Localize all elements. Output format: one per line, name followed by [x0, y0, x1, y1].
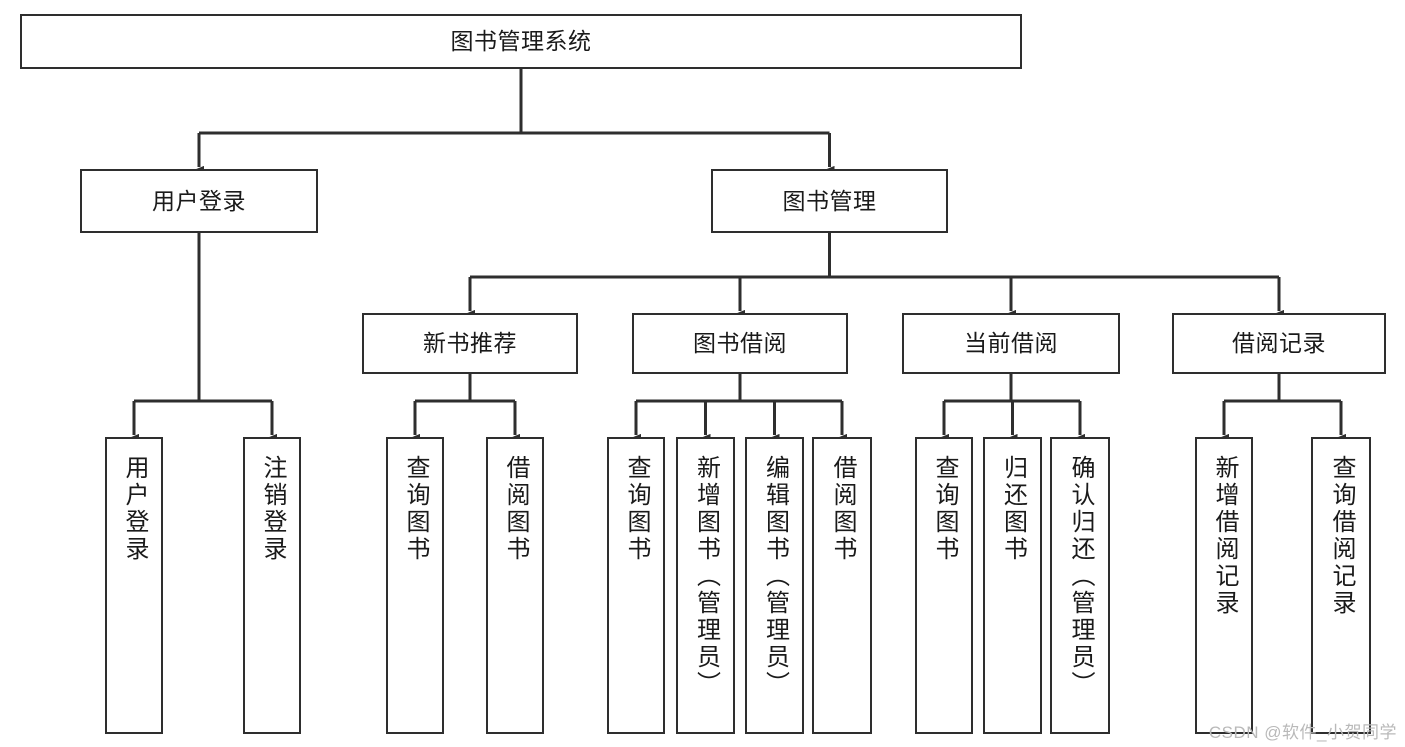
node-label: 新增借阅记录 — [1211, 455, 1238, 617]
node-label: 确认归还（管理员） — [1067, 455, 1094, 698]
watermark-credit: CSDN @软件_小贺同学 — [1208, 723, 1397, 742]
node-leaf-logout[interactable]: 注销登录 — [243, 437, 301, 734]
node-leaf-add-book-admin[interactable]: 新增图书（管理员） — [676, 437, 735, 734]
node-label: 图书管理 — [782, 187, 877, 214]
node-label: 编辑图书（管理员） — [761, 455, 789, 698]
node-current-borrowing[interactable]: 当前借阅 — [902, 313, 1120, 374]
node-root-book-management-system[interactable]: 图书管理系统 — [20, 14, 1022, 69]
node-leaf-return-book[interactable]: 归还图书 — [983, 437, 1042, 734]
node-leaf-query-book-recommend[interactable]: 查询图书 — [386, 437, 444, 734]
node-label: 当前借阅 — [964, 330, 1058, 357]
node-leaf-confirm-return-admin[interactable]: 确认归还（管理员） — [1050, 437, 1110, 734]
node-borrowing-record[interactable]: 借阅记录 — [1172, 313, 1386, 374]
node-label: 图书管理系统 — [450, 28, 592, 55]
node-label: 借阅图书 — [829, 455, 856, 563]
node-label: 查询借阅记录 — [1328, 455, 1355, 617]
node-label: 注销登录 — [259, 455, 286, 563]
node-label: 图书借阅 — [693, 330, 787, 357]
node-book-management[interactable]: 图书管理 — [711, 169, 948, 233]
node-leaf-borrow-book[interactable]: 借阅图书 — [812, 437, 872, 734]
node-leaf-query-borrow-record[interactable]: 查询借阅记录 — [1311, 437, 1371, 734]
node-leaf-add-borrow-record[interactable]: 新增借阅记录 — [1195, 437, 1253, 734]
node-user-login[interactable]: 用户登录 — [80, 169, 318, 233]
node-leaf-user-login[interactable]: 用户登录 — [105, 437, 163, 734]
node-label: 查询图书 — [623, 455, 650, 563]
node-label: 用户登录 — [121, 455, 148, 563]
node-label: 用户登录 — [152, 187, 246, 214]
node-book-borrowing[interactable]: 图书借阅 — [632, 313, 848, 374]
node-new-book-recommendation[interactable]: 新书推荐 — [362, 313, 578, 374]
node-leaf-edit-book-admin[interactable]: 编辑图书（管理员） — [745, 437, 804, 734]
node-leaf-query-book-borrow[interactable]: 查询图书 — [607, 437, 665, 734]
node-label: 查询图书 — [402, 455, 429, 563]
node-label: 新增图书（管理员） — [692, 455, 720, 698]
node-label: 新书推荐 — [423, 330, 517, 357]
node-label: 借阅图书 — [502, 455, 529, 563]
node-leaf-query-book-current[interactable]: 查询图书 — [915, 437, 973, 734]
node-label: 借阅记录 — [1232, 330, 1326, 357]
node-label: 归还图书 — [999, 455, 1027, 563]
node-leaf-borrow-book-recommend[interactable]: 借阅图书 — [486, 437, 544, 734]
node-label: 查询图书 — [931, 455, 958, 563]
